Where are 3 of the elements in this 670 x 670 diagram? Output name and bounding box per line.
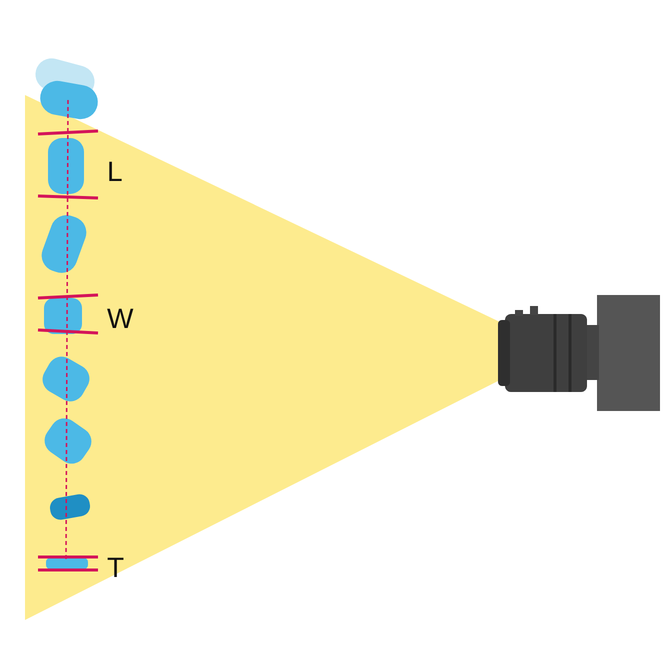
dimension-label: L (107, 158, 123, 186)
dimension-label: T (107, 554, 124, 582)
dimension-label: W (107, 305, 134, 333)
